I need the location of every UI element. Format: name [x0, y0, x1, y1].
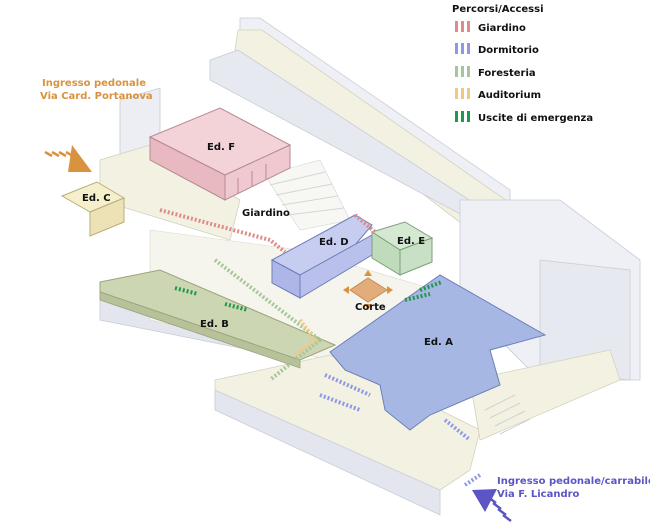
path-giardino — [159, 208, 377, 254]
east-floor — [469, 349, 621, 441]
legend-item-giardino: Giardino — [455, 21, 526, 34]
legend-item-emergenza: Uscite di emergenza — [455, 111, 593, 124]
path-dormitorio — [319, 373, 482, 487]
label-ed-c: Ed. C — [82, 193, 111, 204]
corte-arrows — [343, 270, 393, 310]
base-structure — [99, 17, 641, 516]
legend-label-auditorium: Auditorium — [478, 90, 541, 101]
entrance-nw-line1: Ingresso pedonale — [42, 78, 146, 89]
entrance-arrow-south-east — [472, 489, 512, 522]
label-corte: Corte — [355, 302, 386, 313]
south-wall — [214, 389, 441, 516]
building-ed-b-side — [99, 291, 301, 369]
path-emergenza — [174, 280, 443, 312]
ed-e-side — [399, 237, 433, 276]
label-ed-e: Ed. E — [397, 236, 425, 247]
entrance-nw-line2: Via Card. Portanova — [40, 91, 153, 102]
path-auditorium — [293, 318, 318, 357]
label-ed-a: Ed. A — [424, 337, 453, 348]
legend-label-emergenza: Uscite di emergenza — [478, 113, 593, 124]
building-ed-a[interactable] — [329, 274, 547, 431]
south-stairs — [484, 394, 531, 435]
legend-label-foresteria: Foresteria — [478, 68, 536, 79]
legend-title: Percorsi/Accessi — [452, 4, 544, 15]
legend-item-auditorium: Auditorium — [455, 88, 541, 101]
building-ed-e[interactable] — [370, 221, 434, 276]
label-ed-f: Ed. F — [207, 142, 235, 153]
building-ed-c[interactable] — [60, 181, 126, 237]
label-ed-b: Ed. B — [200, 319, 229, 330]
legend-item-dormitorio: Dormitorio — [455, 43, 539, 56]
path-foresteria — [213, 258, 324, 382]
building-ed-f[interactable] — [148, 107, 292, 201]
building-ed-d[interactable] — [270, 214, 373, 299]
entrance-se-line1: Ingresso pedonale/carrabile — [497, 476, 650, 487]
building-ed-b[interactable] — [99, 269, 337, 361]
entrance-se-line2: Via F. Licandro — [497, 489, 580, 500]
legend-label-giardino: Giardino — [478, 23, 526, 34]
ed-c-side — [89, 197, 125, 237]
ed-f-side — [224, 144, 291, 201]
legend: Percorsi/Accessi Giardino Dormitorio For… — [452, 4, 593, 124]
label-ed-d: Ed. D — [319, 237, 349, 248]
label-giardino: Giardino — [242, 208, 290, 219]
entrance-arrow-north-west — [44, 145, 92, 172]
legend-label-dormitorio: Dormitorio — [478, 45, 539, 56]
legend-item-foresteria: Foresteria — [455, 66, 536, 79]
